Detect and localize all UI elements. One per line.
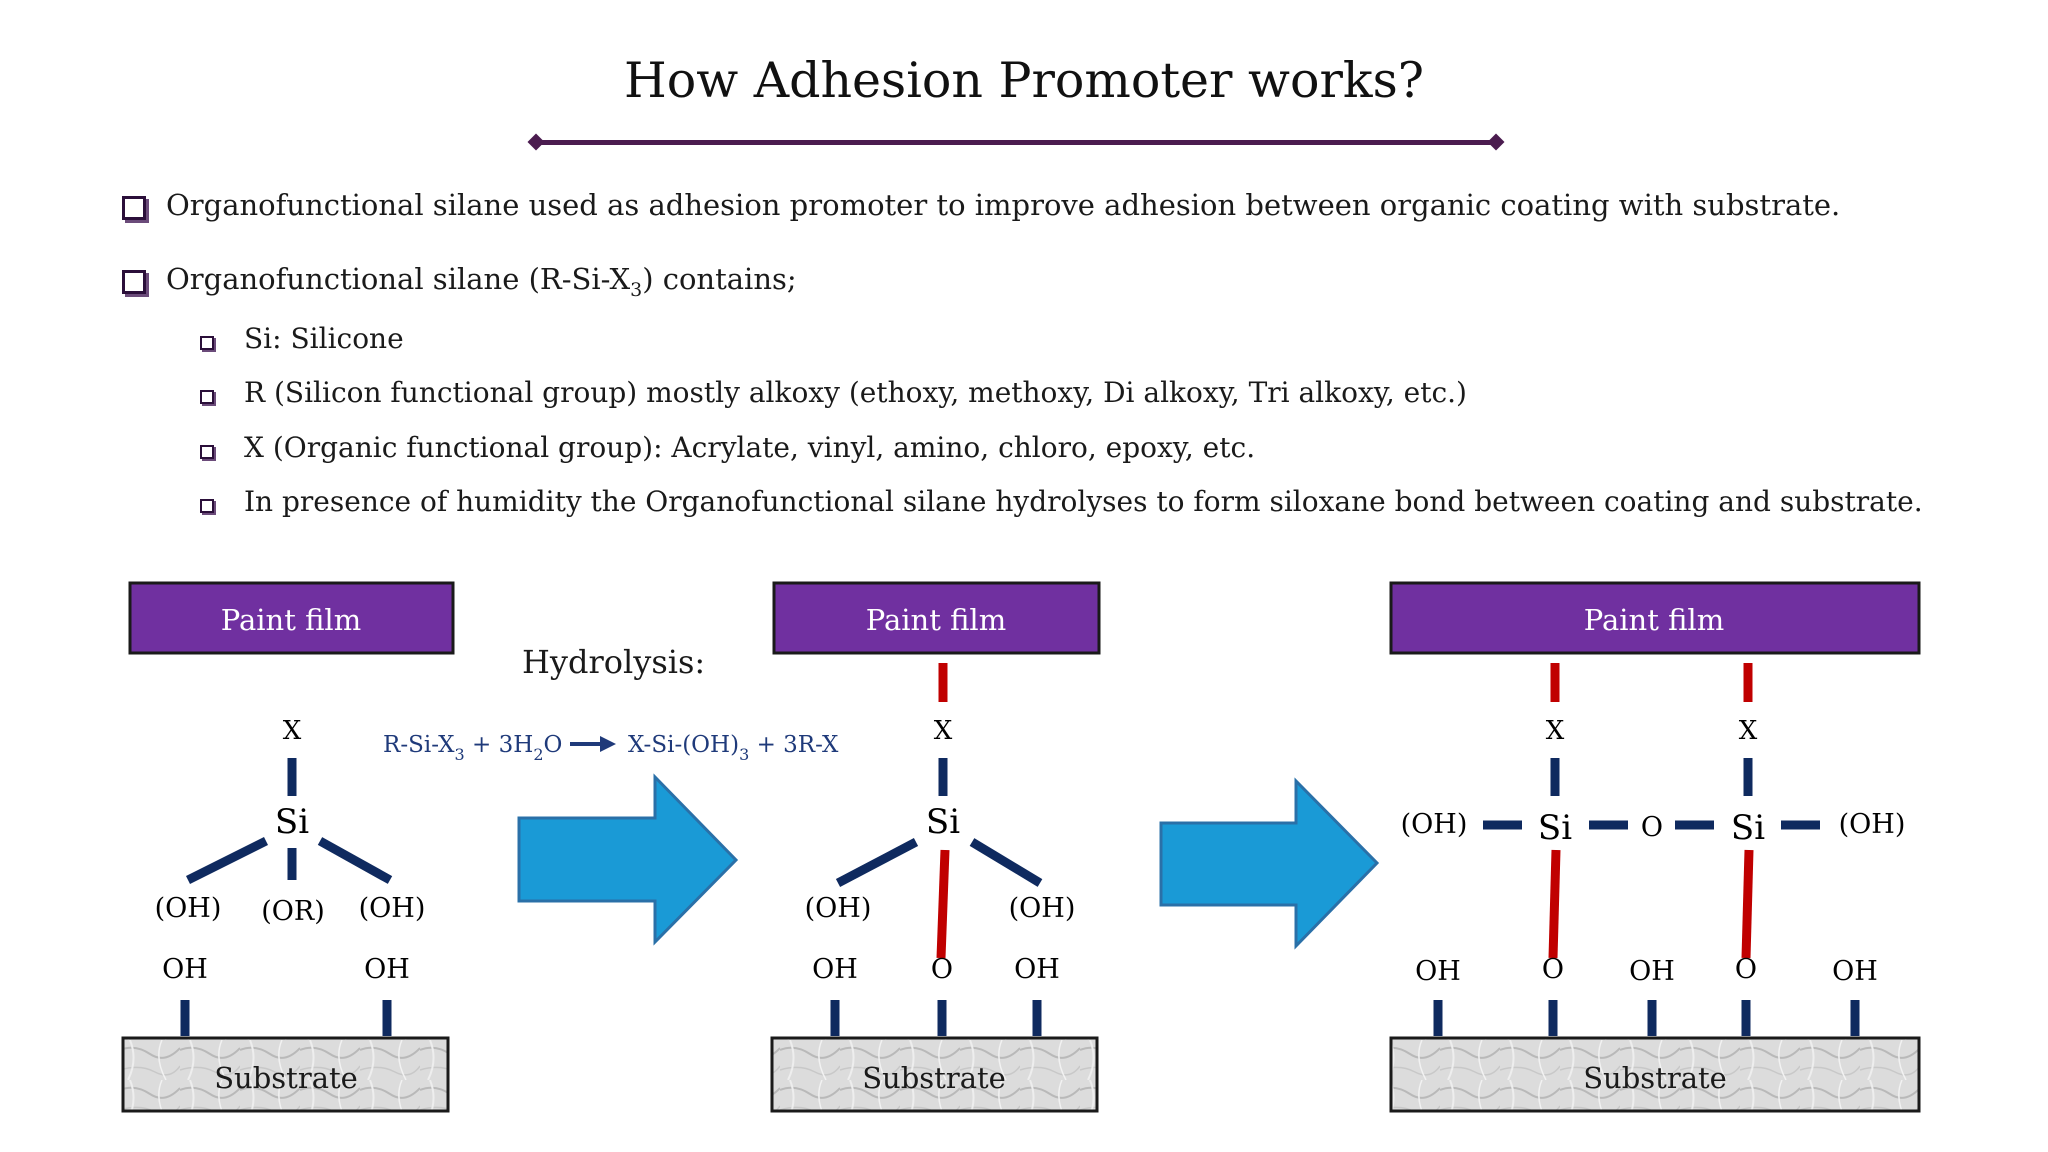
oh-group-label: (OH) (805, 893, 872, 924)
hydrolysis-label: Hydrolysis: (522, 643, 705, 681)
paint-film-box (772, 581, 1101, 655)
sub-bullet-4-text: In presence of humidity the Organofuncti… (244, 485, 1923, 518)
substrate-label: Substrate (862, 1061, 1006, 1095)
x-label: X (1546, 716, 1565, 746)
si-label: Si (1538, 808, 1572, 848)
sub-bullet-3: X (Organic functional group): Acrylate, … (200, 431, 1256, 464)
square-bullet-icon (122, 196, 146, 220)
si-label: Si (926, 802, 960, 842)
paint-film-label: Paint film (866, 603, 1006, 637)
sub-bullet-1-text: Si: Silicone (244, 322, 404, 355)
sub-bullet-2: R (Silicon functional group) mostly alko… (200, 376, 1467, 409)
surface-oh-label: OH (1415, 956, 1461, 987)
or-group-label: (OR) (261, 896, 325, 927)
si-label: Si (275, 802, 309, 842)
bullet-1: Organofunctional silane used as adhesion… (122, 188, 1841, 222)
paint-film-label: Paint film (1584, 603, 1724, 637)
sub-bullet-3-text: X (Organic functional group): Acrylate, … (244, 431, 1256, 464)
substrate-label: Substrate (1583, 1061, 1727, 1095)
oh-group-label: (OH) (1009, 893, 1076, 924)
surface-oh-label: OH (364, 954, 410, 985)
bullet-2-prefix: Organofunctional silane (R-Si-X (166, 262, 631, 296)
sub-bullet-2-text: R (Silicon functional group) mostly alko… (244, 376, 1467, 409)
si-oh-bond-right (969, 838, 1043, 887)
substrate-box (1389, 1036, 1921, 1113)
oh-group-label: (OH) (359, 893, 426, 924)
x-label: X (934, 716, 953, 746)
paint-film-label: Paint film (221, 603, 361, 637)
surface-oh-label: OH (162, 954, 208, 985)
title-divider (536, 140, 1496, 145)
substrate-box (770, 1036, 1099, 1113)
x-label: X (1739, 716, 1758, 746)
surface-oh-label: OH (1629, 956, 1675, 987)
equation-right: X-Si-(OH)3 + 3R-X (628, 732, 839, 764)
x-label: X (283, 716, 302, 746)
process-arrow-icon (1159, 777, 1380, 950)
paint-film-box (128, 581, 455, 655)
surface-o-label: O (931, 954, 953, 985)
bullet-1-text: Organofunctional silane used as adhesion… (166, 188, 1841, 222)
equation-arrow-head-icon (600, 736, 616, 752)
stage-1: Paint film X Si (OH) (OR) (OH) OH OH Sub… (121, 581, 455, 1113)
bullet-2-subscript: 3 (630, 278, 643, 301)
si-o-substrate-bond (1548, 849, 1561, 959)
substrate-label: Substrate (214, 1061, 358, 1095)
surface-oh-label: OH (1832, 956, 1878, 987)
substrate-box (121, 1036, 450, 1113)
si-o-substrate-bond (936, 849, 950, 959)
square-bullet-icon (122, 270, 146, 294)
page-title: How Adhesion Promoter works? (623, 52, 1425, 109)
small-square-bullet-icon (200, 336, 214, 350)
small-square-bullet-icon (200, 390, 214, 404)
paint-film-box (1389, 581, 1921, 655)
sub-bullet-1: Si: Silicone (200, 322, 404, 355)
equation-left: R-Si-X3 + 3H2O (383, 732, 562, 764)
surface-oh-label: OH (812, 954, 858, 985)
small-square-bullet-icon (200, 445, 214, 459)
bullet-2: Organofunctional silane (R-Si-X3) contai… (122, 262, 797, 301)
si-label: Si (1731, 808, 1765, 848)
stage-2: Paint film X Si (OH) (OH) OH O OH Substr… (770, 581, 1101, 1113)
process-arrow-icon (517, 773, 739, 946)
sub-bullet-4: In presence of humidity the Organofuncti… (200, 485, 1923, 518)
stage-3: Paint film X Si X Si (OH) O (OH) OH O OH… (1389, 581, 1921, 1113)
bridging-o-label: O (1641, 812, 1663, 843)
bullet-2-suffix: ) contains; (642, 262, 797, 296)
si-oh-bond-left (185, 836, 269, 885)
si-oh-bond-right (317, 837, 393, 884)
hydrolysis-equation: R-Si-X3 + 3H2O X-Si-(OH)3 + 3R-X (383, 732, 839, 764)
surface-oh-label: OH (1014, 954, 1060, 985)
oh-group-label: (OH) (155, 893, 222, 924)
small-square-bullet-icon (200, 499, 214, 513)
surface-o-label: O (1735, 954, 1757, 985)
oh-group-label: (OH) (1839, 809, 1906, 840)
si-oh-bond-left (835, 838, 919, 887)
si-o-substrate-bond (1741, 849, 1754, 959)
oh-group-label: (OH) (1401, 809, 1468, 840)
surface-o-label: O (1542, 954, 1564, 985)
